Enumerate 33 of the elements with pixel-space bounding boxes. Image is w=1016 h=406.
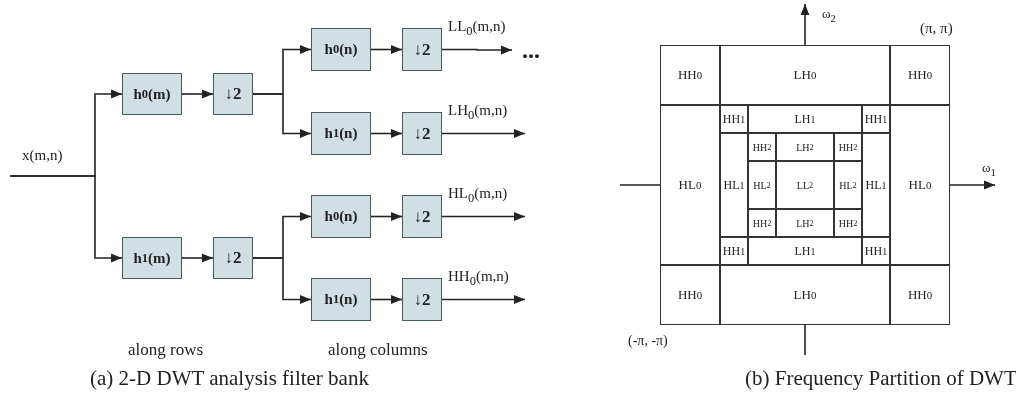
figure-caption: (a) 2-D DWT analysis filter bank <box>90 366 369 391</box>
axis-label: ω$_{2}$ <box>822 6 836 24</box>
arrow <box>181 253 214 263</box>
arrow <box>370 212 403 221</box>
coordinate-label: (π, π) <box>920 20 953 37</box>
downsampler-box: ↓2 <box>402 112 442 155</box>
arrow <box>252 93 312 138</box>
edge-label: LH$_{0}$(m,n) <box>448 102 508 123</box>
edge-label: LL$_{0}$(m,n) <box>448 18 506 39</box>
arrow <box>370 295 403 304</box>
axis-label: ω$_{1}$ <box>982 160 996 178</box>
stage-label: along rows <box>128 340 204 360</box>
downsampler-box: ↓2 <box>213 237 253 279</box>
arrow <box>252 257 312 304</box>
coordinate-label: (-π, -π) <box>628 333 668 349</box>
downsampler-box: ↓2 <box>402 278 442 321</box>
arrow <box>441 45 513 55</box>
arrow <box>441 212 526 221</box>
figure-caption: (b) Frequency Partition of DWT <box>745 366 1016 391</box>
arrow <box>181 89 214 99</box>
arrow <box>9 175 123 263</box>
downsampler-box: ↓2 <box>402 28 442 71</box>
arrow <box>370 45 403 54</box>
stage-label: along columns <box>328 340 428 360</box>
arrow <box>370 129 403 138</box>
continuation-dots: ... <box>512 38 550 62</box>
arrow <box>441 129 526 138</box>
edge-label: x(m,n) <box>22 147 63 164</box>
edge-label: HH$_{0}$(m,n) <box>448 268 509 289</box>
downsampler-box: ↓2 <box>402 195 442 238</box>
edge-label: HL$_{0}$(m,n) <box>448 185 508 206</box>
arrow <box>441 295 526 304</box>
downsampler-box: ↓2 <box>213 73 253 115</box>
